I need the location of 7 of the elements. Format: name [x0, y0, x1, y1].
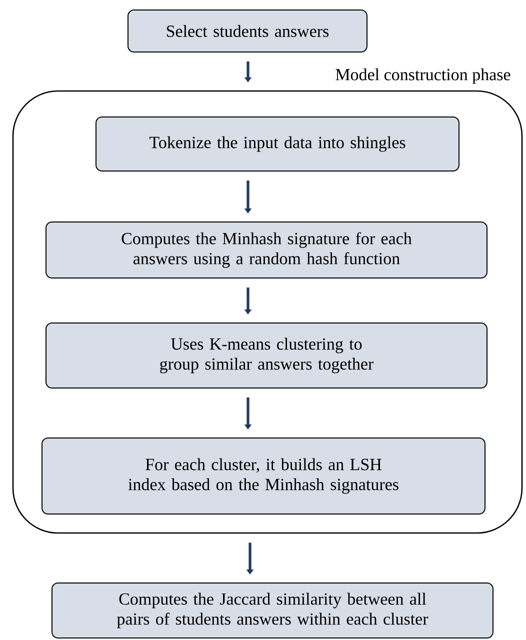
process-box: Computes the Minhash signature for each answers using a random hash function	[46, 222, 488, 278]
process-box: Tokenize the input data into shingles	[96, 116, 460, 172]
phase-heading: Model construction phase	[336, 68, 510, 84]
process-box: Select students answers	[128, 10, 368, 52]
process-box: Computes the Jaccard similarity between all pairs of students answers within each cluster	[52, 582, 494, 638]
process-box: For each cluster, it builds an LSH index based on the Minhash signatures	[42, 438, 486, 514]
process-box: Uses K-means clustering to group similar answers together	[46, 322, 488, 388]
